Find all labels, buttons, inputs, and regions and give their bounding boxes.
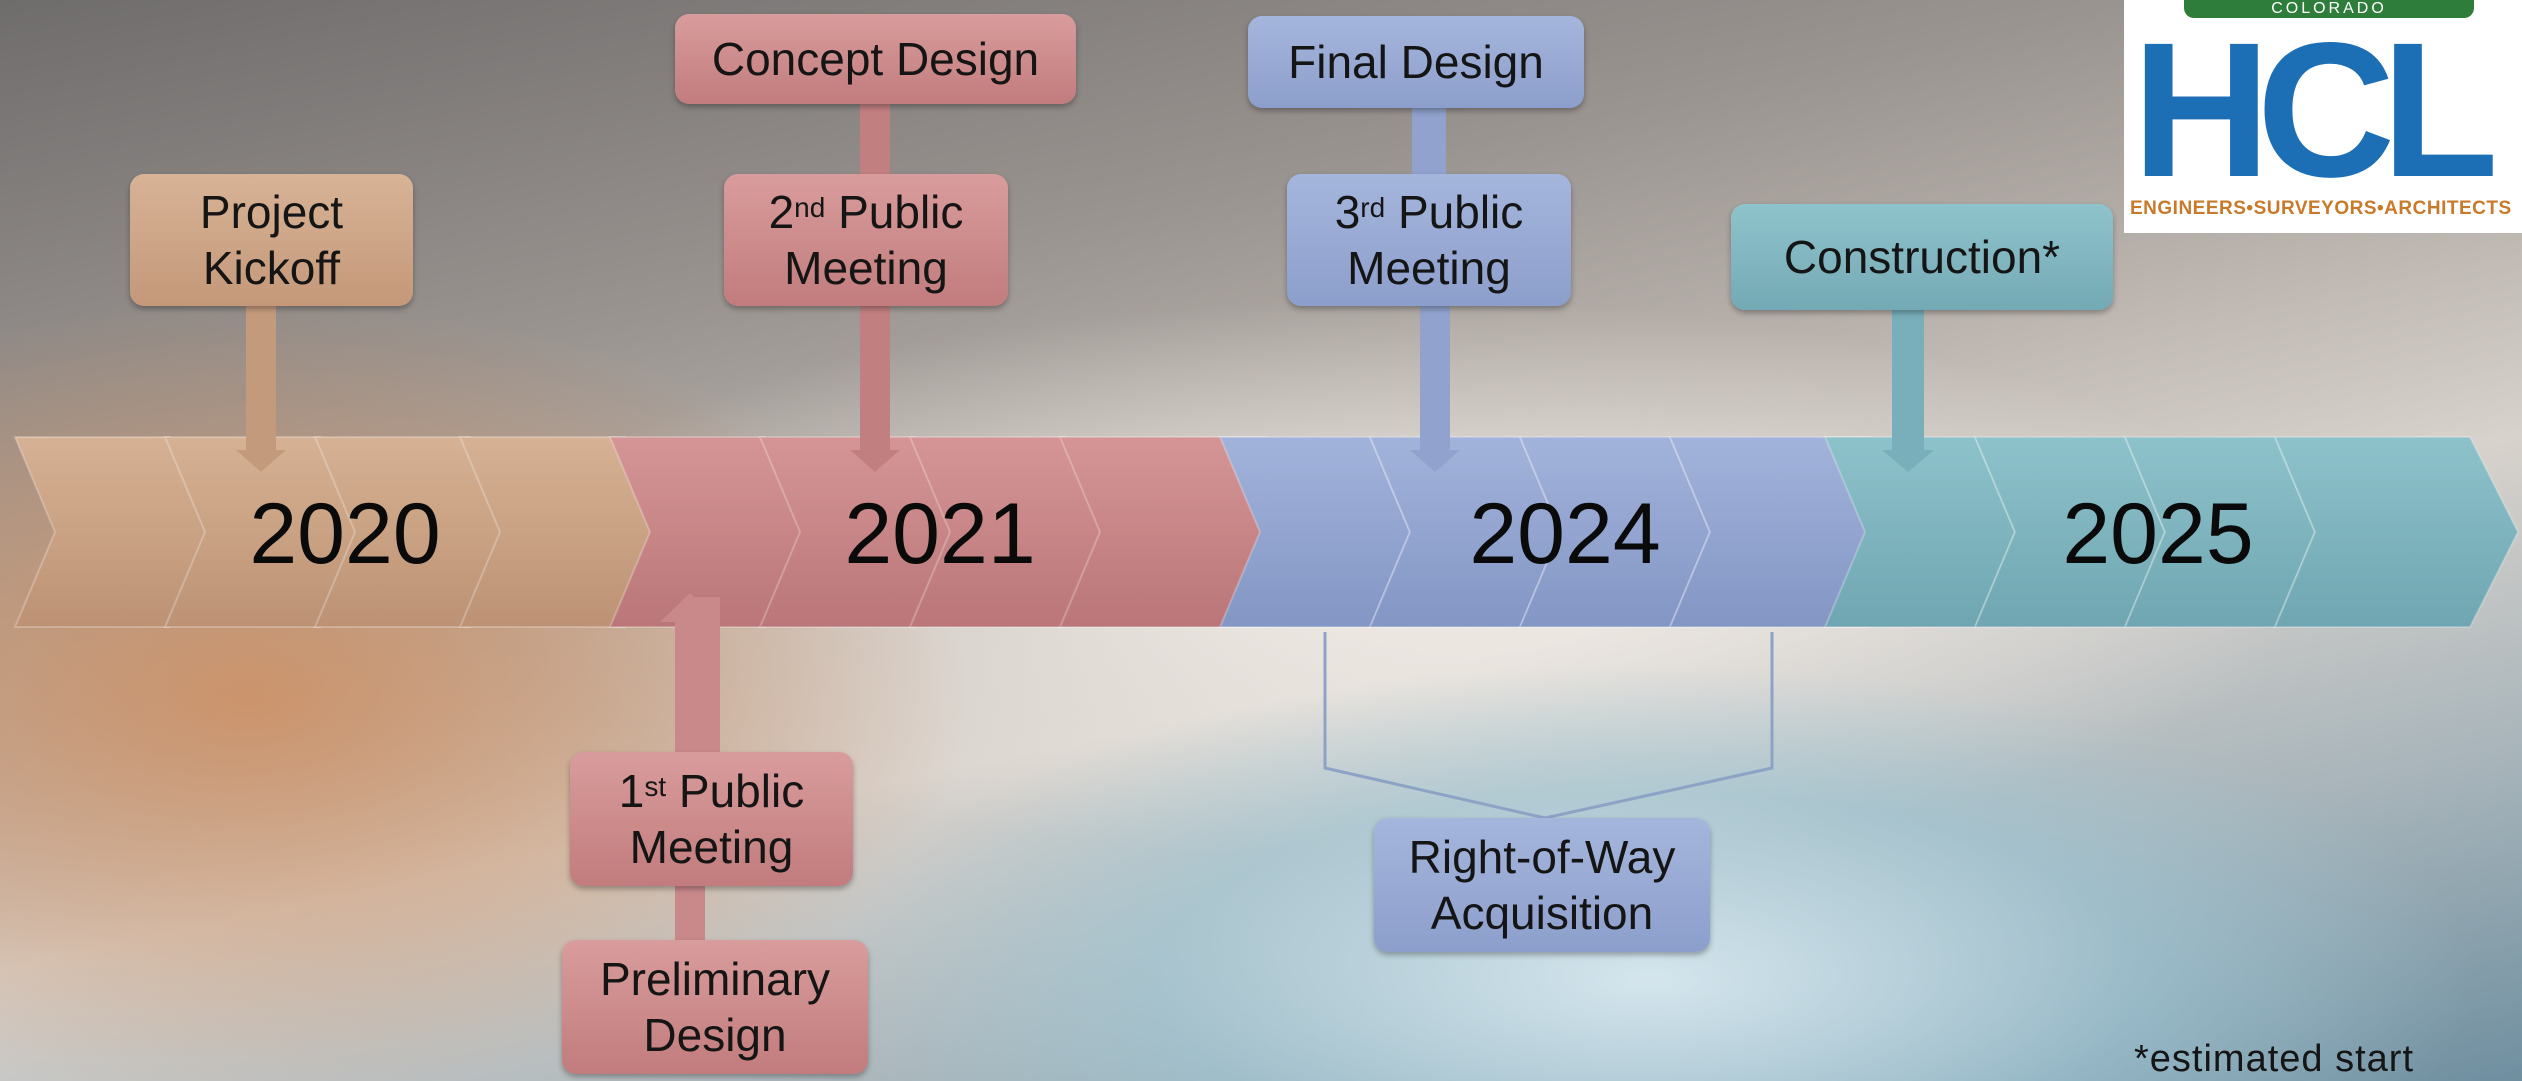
logo-state-band: COLORADO [2184, 0, 2474, 18]
first-meeting-arrow [660, 593, 720, 755]
logo-wordmark: HCL [2132, 2, 2499, 217]
final-design-box: Final Design [1248, 16, 1584, 108]
concept-design-box: Concept Design [675, 14, 1076, 104]
third-public-meeting-label: 3rd Public Meeting [1335, 184, 1524, 296]
concept-connector [860, 103, 890, 175]
first-meeting-rest: Public Meeting [629, 765, 805, 873]
third-meeting-rest: Public Meeting [1347, 186, 1524, 294]
preliminary-connector [675, 885, 705, 943]
project-kickoff-box: Project Kickoff [130, 174, 413, 306]
kickoff-arrow [236, 305, 286, 472]
second-meeting-arrow [850, 305, 900, 472]
logo-tagline: ENGINEERS•SURVEYORS•ARCHITECTS [2130, 198, 2512, 219]
first-meeting-ordinal: 1 [618, 765, 645, 817]
segment-2025 [1823, 436, 2520, 628]
second-public-meeting-box: 2nd Public Meeting [724, 174, 1008, 306]
preliminary-design-label: Preliminary Design [599, 953, 831, 1061]
third-meeting-suffix: rd [1360, 192, 1386, 223]
concept-design-label: Concept Design [711, 33, 1040, 85]
third-public-meeting-box: 3rd Public Meeting [1287, 174, 1571, 306]
third-meeting-ordinal: 3 [1334, 186, 1361, 238]
hcl-logo: COLORADO HCL ENGINEERS•SURVEYORS•ARCHITE… [2124, 0, 2522, 233]
year-2020-label: 2020 [249, 486, 440, 582]
right-of-way-box: Right-of-Way Acquisition [1374, 818, 1710, 952]
first-public-meeting-box: 1st Public Meeting [570, 752, 853, 886]
third-meeting-arrow [1410, 305, 1460, 472]
construction-box: Construction* [1731, 204, 2113, 310]
final-design-label: Final Design [1288, 36, 1544, 88]
construction-arrow [1882, 310, 1934, 472]
year-2021-label: 2021 [844, 486, 1035, 582]
footnote: *estimated start [2134, 1038, 2414, 1080]
preliminary-design-box: Preliminary Design [562, 940, 868, 1074]
second-meeting-rest: Public Meeting [784, 186, 964, 294]
first-public-meeting-label: 1st Public Meeting [619, 763, 804, 875]
construction-label: Construction* [1783, 231, 2061, 283]
final-design-connector [1412, 107, 1446, 177]
right-of-way-label: Right-of-Way Acquisition [1408, 831, 1676, 939]
segment-2020 [13, 436, 667, 628]
second-public-meeting-label: 2nd Public Meeting [769, 184, 964, 296]
project-kickoff-label: Project Kickoff [199, 186, 344, 294]
right-of-way-bracket [1323, 632, 1774, 820]
second-meeting-suffix: nd [794, 192, 826, 223]
year-2025-label: 2025 [2062, 486, 2253, 582]
first-meeting-suffix: st [644, 771, 667, 802]
year-2024-label: 2024 [1469, 486, 1660, 582]
second-meeting-ordinal: 2 [768, 186, 795, 238]
